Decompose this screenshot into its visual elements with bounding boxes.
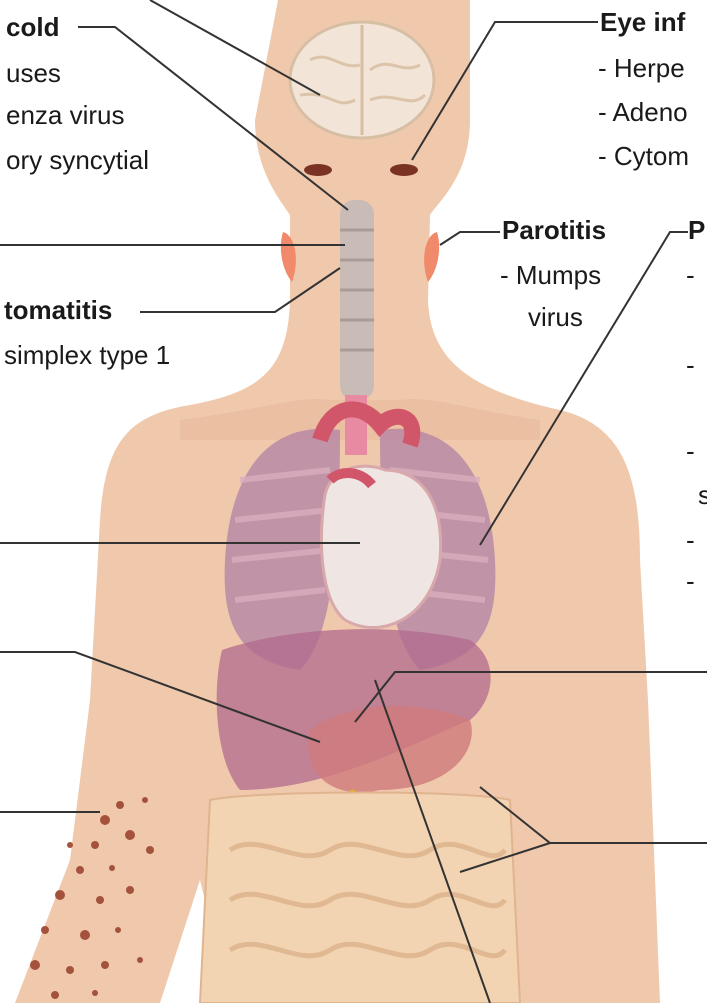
parotitis-item-1: - Mumps [500,260,601,290]
p-item-2: - [686,350,695,380]
brain-icon [290,22,434,138]
p-item-1: - [686,260,695,290]
stomatitis-item-1: simplex type 1 [4,340,170,370]
eye-infection-item-2: - Adeno [598,97,688,127]
common-cold-item-1: uses [6,58,61,88]
p-item-3-cont: s [698,480,707,510]
common-cold-item-3: ory syncytial [6,145,149,175]
common-cold-title: cold [6,12,59,42]
eye-infection-item-1: - Herpe [598,53,685,83]
eye-infection-title: Eye inf [600,7,685,37]
p-item-4: - [686,525,695,555]
parotitis-item-2: virus [528,302,583,332]
p-item-5: - [686,566,695,596]
common-cold-item-2: enza virus [6,100,125,130]
p-item-3: - [686,436,695,466]
eye-infection-item-3: - Cytom [598,141,689,171]
stomatitis-title: tomatitis [4,295,112,325]
p-title: P [688,215,705,245]
parotitis-title: Parotitis [502,215,606,245]
intestines-icon [200,793,520,1003]
